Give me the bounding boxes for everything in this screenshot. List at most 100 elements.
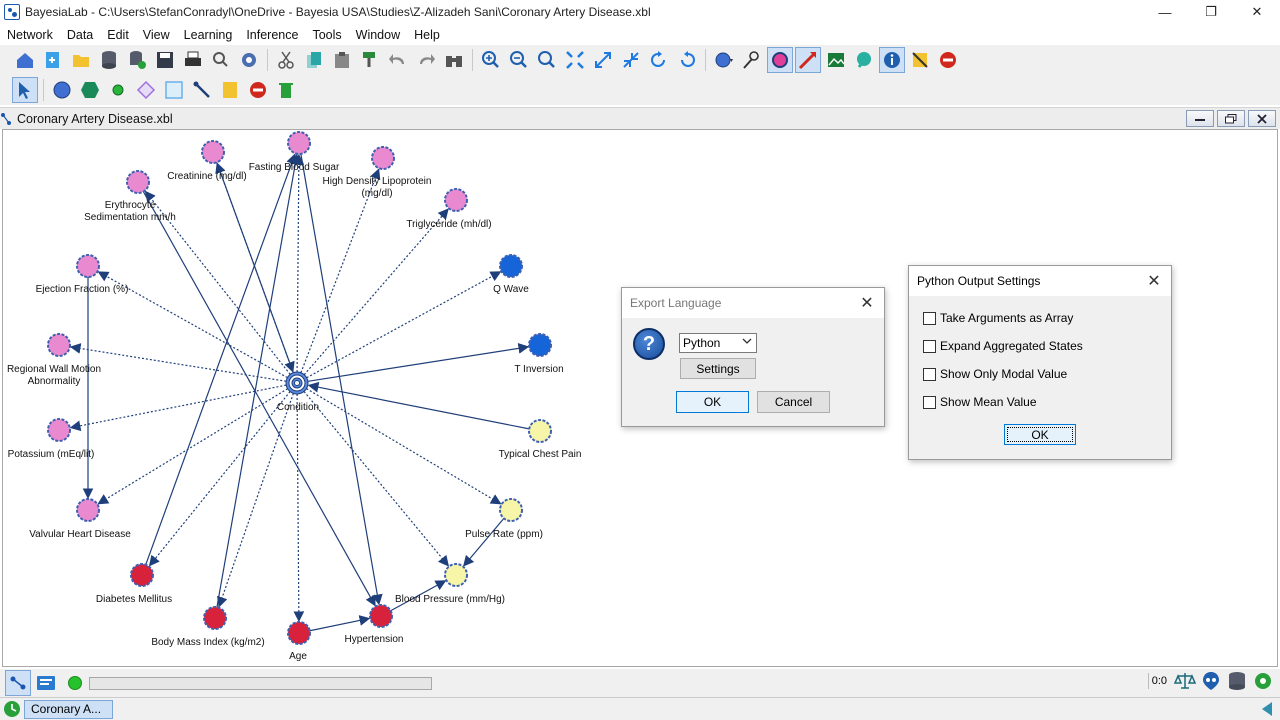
diamond-node-button[interactable] — [133, 77, 159, 103]
export-dialog-close-button[interactable]: ✕ — [860, 295, 874, 312]
hexagon-node-button[interactable] — [77, 77, 103, 103]
arc-cond-to-tinv[interactable] — [307, 343, 530, 382]
gear-button[interactable] — [236, 47, 262, 73]
database-button[interactable] — [96, 47, 122, 73]
ok-button[interactable]: OK — [676, 391, 749, 413]
node-tg[interactable] — [444, 188, 468, 212]
arc-cond-to-rwma[interactable] — [69, 343, 287, 382]
python-dialog-close-button[interactable]: ✕ — [1147, 273, 1161, 290]
menu-help[interactable]: Help — [414, 27, 440, 42]
arc-cond-to-esr[interactable] — [144, 190, 291, 375]
node-k[interactable] — [47, 418, 71, 442]
node-bp[interactable] — [444, 563, 468, 587]
node-tcp[interactable] — [528, 419, 552, 443]
expand-button[interactable] — [590, 47, 616, 73]
arc-cond-to-pr[interactable] — [306, 388, 502, 505]
info-button[interactable] — [879, 47, 905, 73]
redo-button[interactable] — [413, 47, 439, 73]
zoom-fit-button[interactable] — [534, 47, 560, 73]
cancel-button[interactable]: Cancel — [757, 391, 830, 413]
network-graph[interactable] — [3, 130, 1279, 668]
arc-bmi-to-fbs[interactable] — [216, 153, 301, 608]
menu-window[interactable]: Window — [355, 27, 401, 42]
arc-cond-to-tg[interactable] — [303, 208, 449, 376]
graph-view-button[interactable] — [5, 670, 31, 696]
settings-button[interactable]: Settings — [680, 358, 756, 379]
checkbox[interactable] — [923, 339, 936, 353]
arc-cond-to-bp[interactable] — [303, 391, 450, 567]
database-link-button[interactable] — [124, 47, 150, 73]
menu-tools[interactable]: Tools — [312, 27, 342, 42]
console-view-button[interactable] — [33, 670, 59, 696]
zoom-out-button[interactable] — [506, 47, 532, 73]
arc-color-button[interactable] — [795, 47, 821, 73]
tracker-icon[interactable] — [1200, 671, 1222, 691]
cut-button[interactable] — [273, 47, 299, 73]
node-style-button[interactable] — [711, 47, 737, 73]
arc-tool-button[interactable] — [189, 77, 215, 103]
show-mean-value-option[interactable]: Show Mean Value — [923, 395, 1037, 409]
format-painter-button[interactable] — [357, 47, 383, 73]
arc-cond-to-bmi[interactable] — [217, 393, 294, 608]
arc-esr-to-htn[interactable] — [142, 191, 376, 607]
rotate-right-button[interactable] — [674, 47, 700, 73]
print-button[interactable] — [180, 47, 206, 73]
node-rwma[interactable] — [47, 333, 71, 357]
close-button[interactable]: ✕ — [1251, 4, 1263, 19]
zoom-in-button[interactable] — [478, 47, 504, 73]
save-button[interactable] — [152, 47, 178, 73]
color-node-button[interactable] — [767, 47, 793, 73]
taskbar-item-coronary[interactable]: Coronary A... — [24, 699, 113, 719]
node-esr[interactable] — [126, 170, 150, 194]
note-tool-button[interactable] — [217, 77, 243, 103]
fit-window-button[interactable] — [562, 47, 588, 73]
rotate-left-button[interactable] — [646, 47, 672, 73]
undo-button[interactable] — [385, 47, 411, 73]
frame-close-button[interactable] — [1248, 110, 1276, 127]
open-folder-button[interactable] — [68, 47, 94, 73]
arc-dm-to-fbs[interactable] — [145, 153, 297, 565]
menu-edit[interactable]: Edit — [107, 27, 129, 42]
stop-button[interactable] — [245, 77, 271, 103]
image-button[interactable] — [823, 47, 849, 73]
select-arrow-button[interactable] — [12, 77, 38, 103]
node-fbs[interactable] — [287, 131, 311, 155]
node-vhd[interactable] — [76, 498, 100, 522]
node-hdl[interactable] — [371, 146, 395, 170]
arc-cond-to-hdl[interactable] — [300, 168, 381, 373]
collapse-arrow-icon[interactable] — [1262, 702, 1272, 716]
no-entry-button[interactable] — [935, 47, 961, 73]
node-info-button[interactable] — [739, 47, 765, 73]
collapse-button[interactable] — [618, 47, 644, 73]
home-button[interactable] — [12, 47, 38, 73]
database-icon[interactable] — [1226, 671, 1248, 691]
node-age[interactable] — [287, 621, 311, 645]
arc-cond-to-ef[interactable] — [97, 271, 288, 379]
node-htn[interactable] — [369, 604, 393, 628]
arc-cond-to-vhd[interactable] — [97, 388, 288, 505]
balance-scale-icon[interactable] — [1174, 671, 1196, 691]
restore-button[interactable]: ❐ — [1205, 4, 1217, 19]
node-bmi[interactable] — [203, 606, 227, 630]
arc-fbs-to-htn[interactable] — [300, 153, 383, 606]
small-node-button[interactable] — [105, 77, 131, 103]
node-creat[interactable] — [201, 140, 225, 164]
paste-button[interactable] — [329, 47, 355, 73]
arc-pr-to-bp[interactable] — [463, 518, 505, 567]
arc-cond-to-qwave[interactable] — [306, 271, 502, 379]
frame-restore-button[interactable] — [1217, 110, 1245, 127]
python-ok-button[interactable]: OK — [1004, 424, 1076, 445]
node-ef[interactable] — [76, 254, 100, 278]
minimize-button[interactable]: — — [1158, 4, 1172, 20]
menu-view[interactable]: View — [142, 27, 170, 42]
arc-creat-to-cond[interactable] — [216, 162, 295, 373]
take-arguments-array-option[interactable]: Take Arguments as Array — [923, 311, 1073, 325]
language-select[interactable]: Python — [679, 333, 757, 353]
node-pr[interactable] — [499, 498, 523, 522]
arc-cond-to-age[interactable] — [293, 393, 305, 623]
arc-age-to-htn[interactable] — [309, 615, 371, 632]
node-dm[interactable] — [130, 563, 154, 587]
checkbox[interactable] — [923, 311, 936, 325]
arc-tcp-to-cond[interactable] — [307, 381, 530, 430]
circle-node-button[interactable] — [49, 77, 75, 103]
